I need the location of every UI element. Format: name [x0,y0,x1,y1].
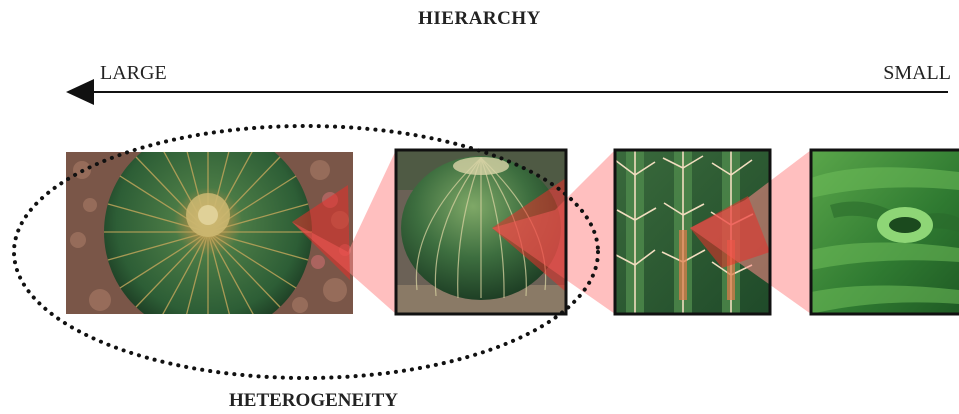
panel-cactus-stoma-micrograph [811,150,959,314]
heterogeneity-label: HETEROGENEITY [0,390,627,412]
scale-arrow [66,79,948,105]
label-small: SMALL [883,62,951,85]
arrowhead-left-icon [66,79,94,105]
label-large: LARGE [100,62,167,85]
diagram-title: HIERARCHY [0,8,959,30]
